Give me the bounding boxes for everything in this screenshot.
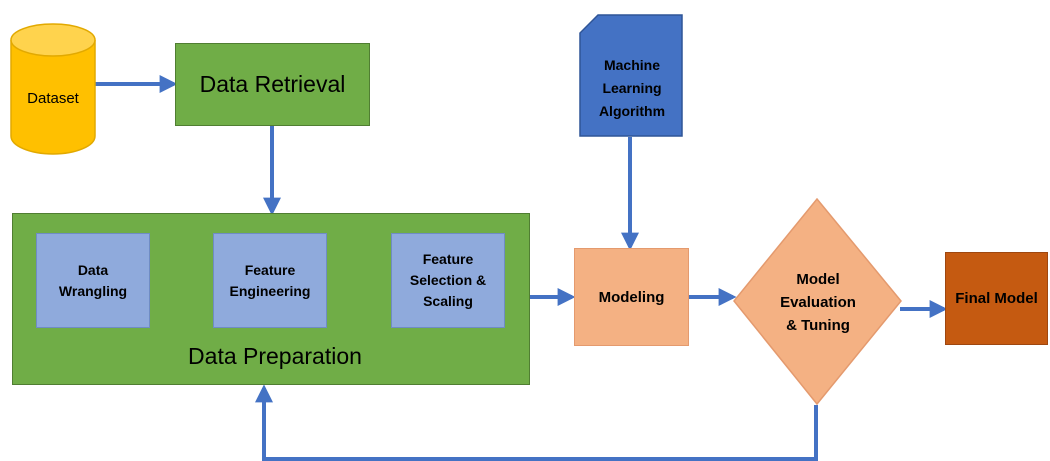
ml-algorithm-label: Machine Learning Algorithm [580, 40, 684, 136]
modeling-box: Modeling [574, 248, 689, 346]
modeling-label: Modeling [598, 288, 665, 306]
feature-engineering-line-2: Engineering [229, 282, 311, 299]
final-model-label: Final Model [955, 290, 1038, 307]
feature-selection-box: Feature Selection & Scaling [391, 233, 505, 328]
data-retrieval-box: Data Retrieval [175, 43, 370, 126]
ml-algorithm-shape [579, 14, 683, 137]
model-evaluation-diamond [733, 198, 902, 406]
feature-engineering-box: Feature Engineering [213, 233, 327, 328]
data-wrangling-line-2: Wrangling [58, 282, 128, 299]
feature-engineering-line-1: Feature [244, 261, 296, 278]
arrow-feedback-loop [255, 384, 818, 461]
model-evaluation-line-3: & Tuning [786, 316, 850, 334]
dataset-text: Dataset [27, 89, 79, 107]
feature-selection-line-3: Scaling [423, 293, 473, 309]
ml-algorithm-line-1: Machine [603, 56, 660, 73]
model-evaluation-line-2: Evaluation [780, 293, 856, 311]
feature-selection-line-1: Feature [422, 251, 474, 267]
data-retrieval-label: Data Retrieval [199, 71, 346, 97]
model-evaluation-label: Model Evaluation & Tuning [760, 262, 876, 342]
data-wrangling-line-1: Data [77, 261, 109, 278]
data-preparation-label: Data Preparation [188, 342, 362, 369]
model-evaluation-line-1: Model [796, 270, 840, 288]
final-model-box: Final Model [945, 252, 1048, 345]
data-wrangling-box: Data Wrangling [36, 233, 150, 328]
ml-algorithm-line-3: Algorithm [598, 102, 666, 119]
dataset-label: Dataset [14, 82, 92, 114]
ml-algorithm-line-2: Learning [602, 79, 662, 96]
feature-selection-line-2: Selection & [409, 272, 487, 288]
data-preparation-label-wrap: Data Preparation [120, 336, 430, 376]
dataset-cylinder-shape [10, 23, 96, 155]
